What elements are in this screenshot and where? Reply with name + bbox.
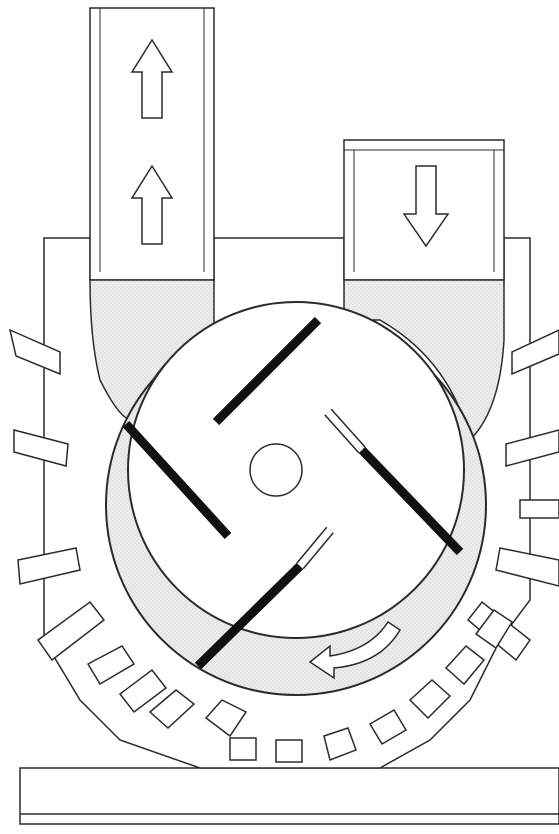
rotor bbox=[128, 302, 464, 638]
base-plate bbox=[20, 768, 559, 824]
rotor-shaft bbox=[250, 444, 302, 496]
